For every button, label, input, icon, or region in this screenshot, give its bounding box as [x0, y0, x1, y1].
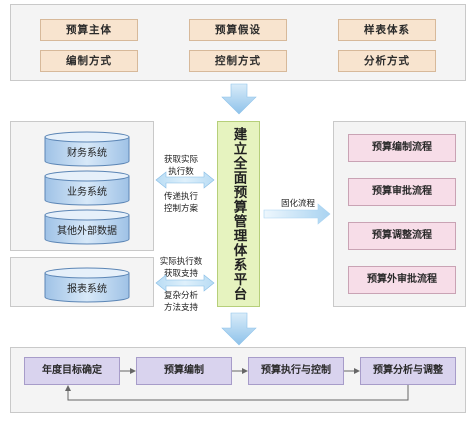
database-report: 报表系统: [44, 267, 130, 303]
flow-budget-compile: 预算编制流程: [348, 134, 456, 162]
down-arrow-icon: [221, 83, 257, 115]
database-label-business: 业务系统: [67, 187, 107, 198]
database-label-report: 报表系统: [67, 284, 107, 295]
flow-external-approve: 预算外审批流程: [348, 266, 456, 294]
step-annual-target: 年度目标确定: [24, 357, 120, 385]
step-budget-compile: 预算编制: [136, 357, 232, 385]
database-label-external: 其他外部数据: [57, 226, 117, 237]
tag-control-method: 控制方式: [189, 50, 287, 72]
note-transfer-plan: 传递执行 控制方案: [163, 192, 198, 214]
tag-budget-subject: 预算主体: [40, 19, 138, 41]
database-icon: [44, 170, 130, 206]
tag-analysis-method: 分析方式: [338, 50, 436, 72]
database-external: 其他外部数据: [44, 209, 130, 245]
platform-title: 建立全面预算管理体系平台: [230, 127, 247, 301]
database-icon: [44, 131, 130, 167]
database-label-finance: 财务系统: [67, 148, 107, 159]
note-get-actual: 获取实际 执行数: [163, 155, 198, 177]
database-icon: [44, 209, 130, 245]
down-arrow-icon: [221, 312, 257, 346]
note-actual-support: 实际执行数 获取支持: [159, 257, 203, 279]
platform-box: 建立全面预算管理体系平台: [217, 121, 260, 307]
step-execute-control: 预算执行与控制: [248, 357, 344, 385]
tag-budget-assumption: 预算假设: [189, 19, 287, 41]
database-icon: [44, 267, 130, 303]
step-analyze-adjust: 预算分析与调整: [360, 357, 456, 385]
note-solidify: 固化流程: [280, 199, 315, 209]
tag-template-system: 样表体系: [338, 19, 436, 41]
database-business: 业务系统: [44, 170, 130, 206]
tag-compile-method: 编制方式: [40, 50, 138, 72]
flow-budget-approve: 预算审批流程: [348, 178, 456, 206]
note-complex-analysis: 复杂分析 方法支持: [163, 291, 198, 313]
database-finance: 财务系统: [44, 131, 130, 167]
flow-budget-adjust: 预算调整流程: [348, 222, 456, 250]
